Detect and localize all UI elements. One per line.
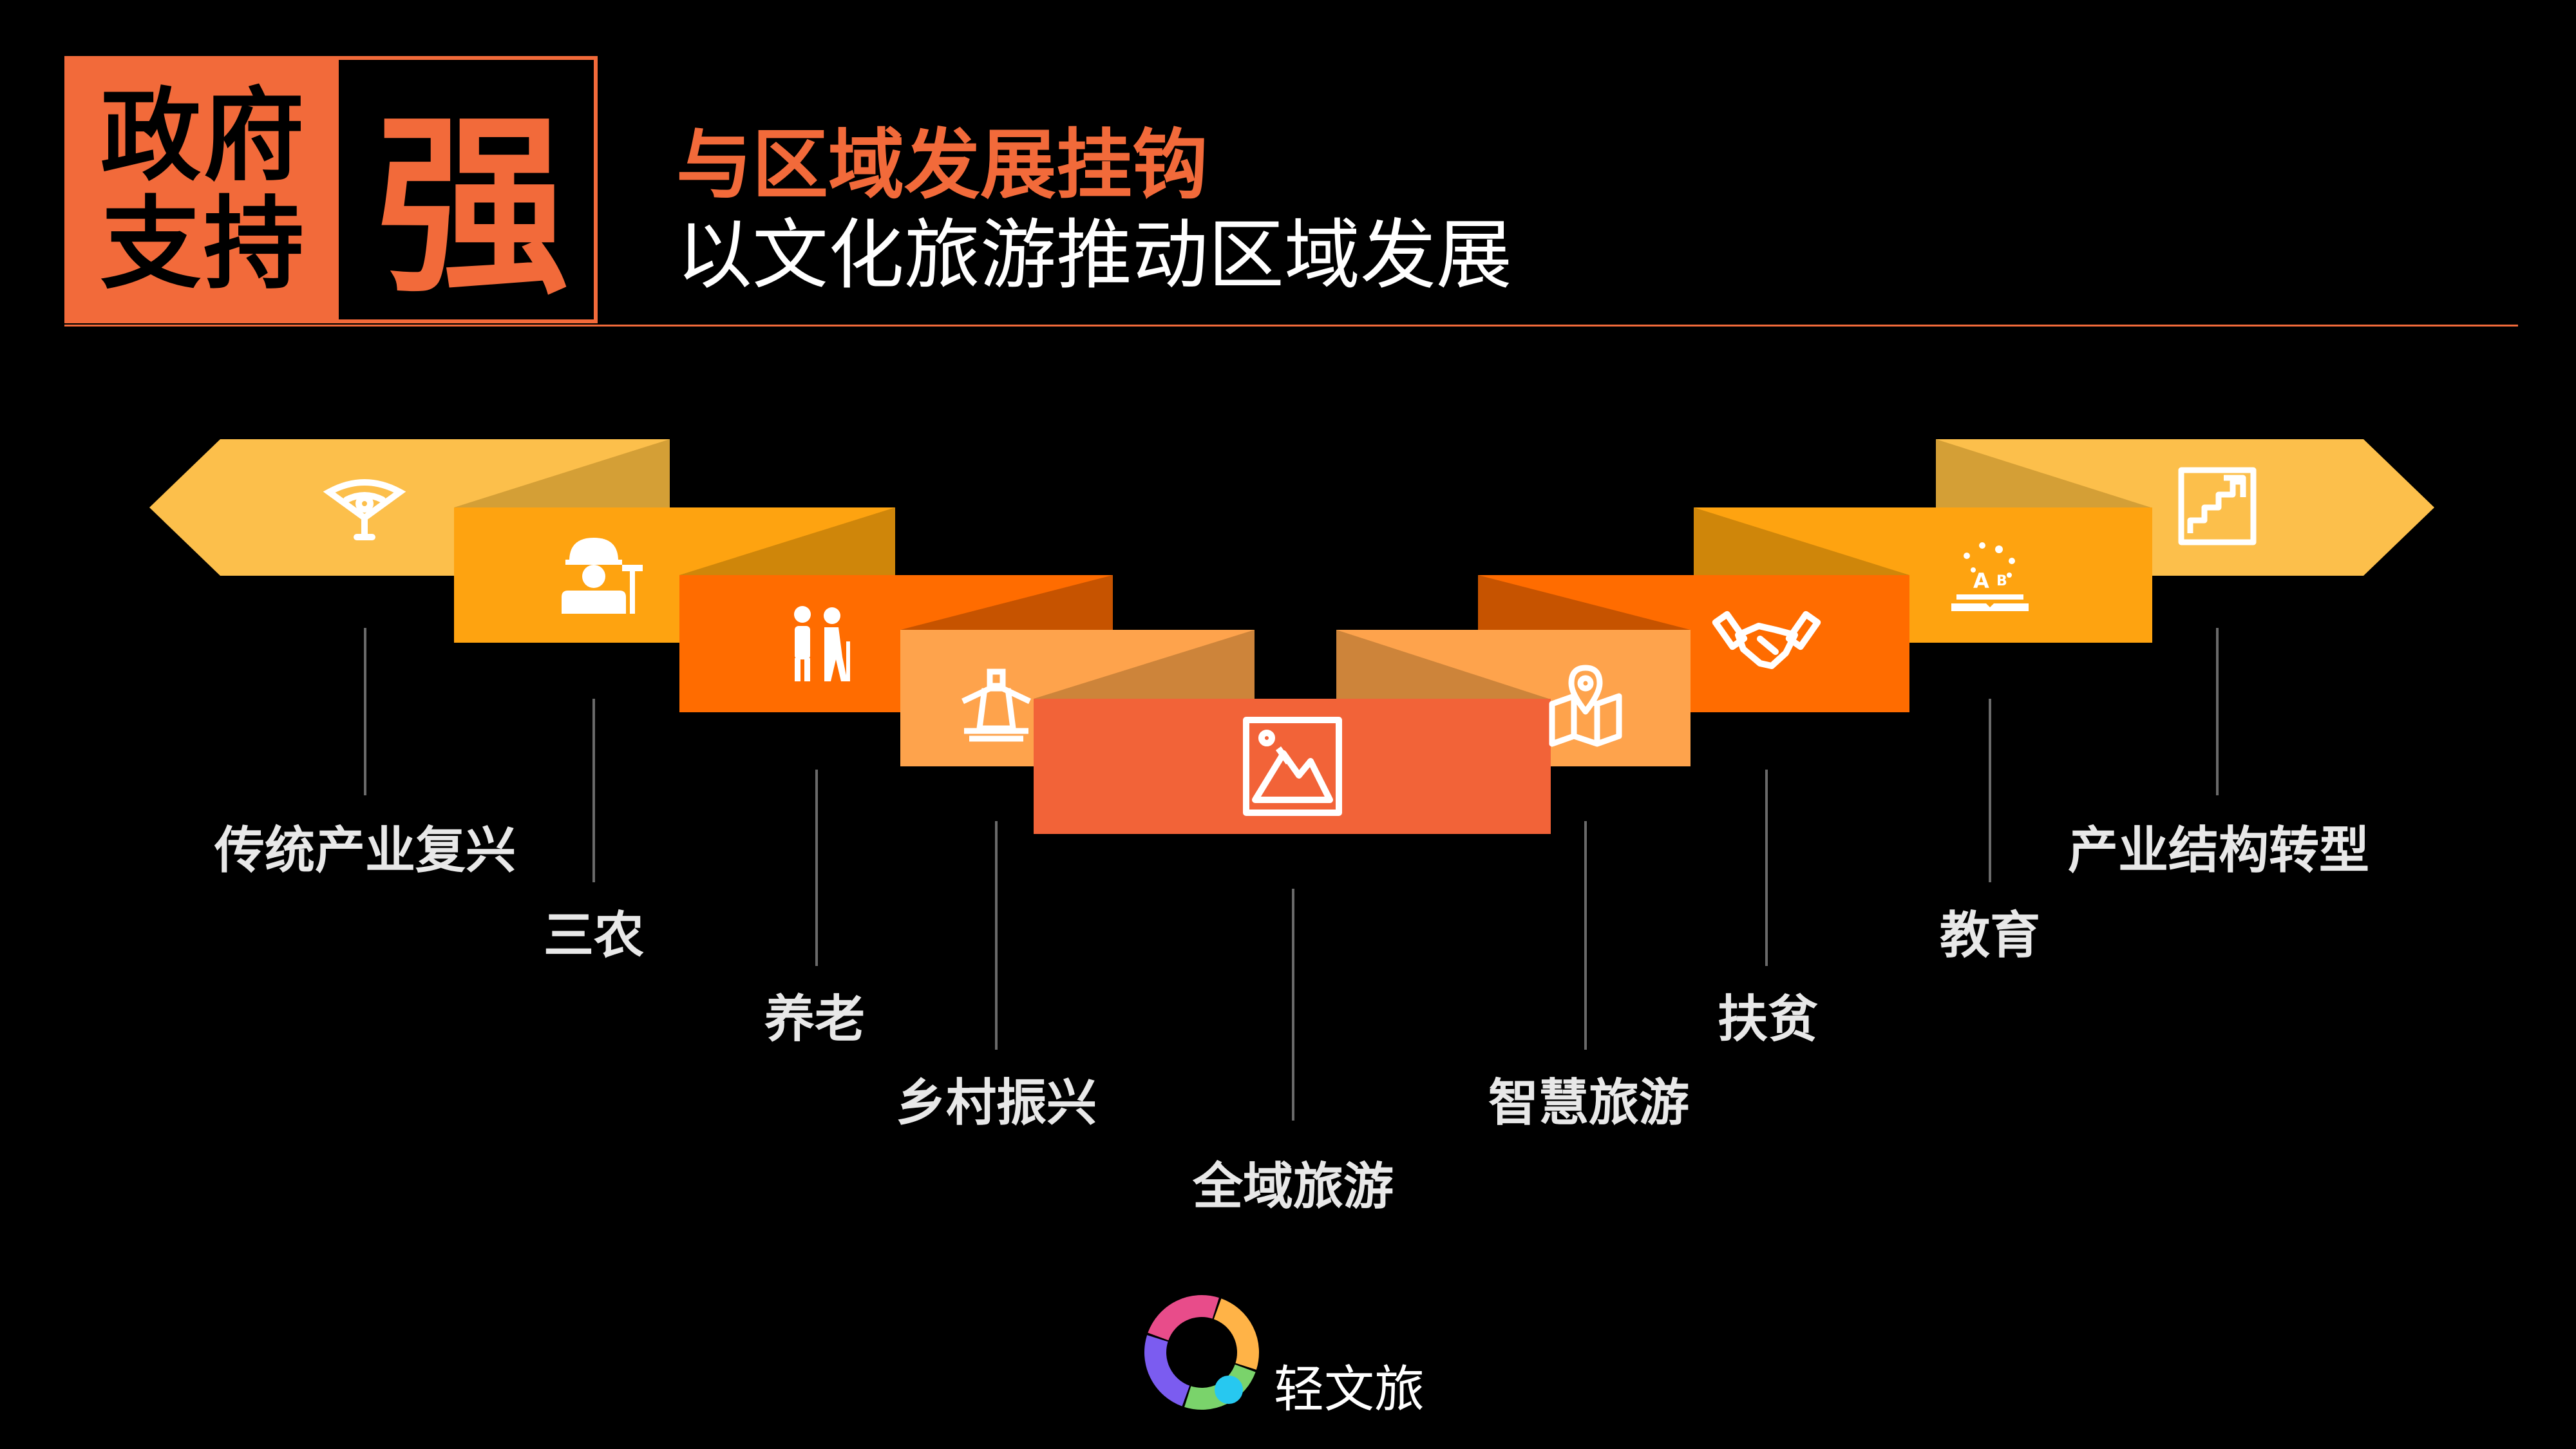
label-poverty-alleviation: 扶贫 [1717, 990, 1819, 1048]
label-agriculture: 三农 [543, 907, 645, 965]
svg-text:A: A [1973, 569, 1989, 593]
badge-left-block: 政府 支持 [68, 60, 339, 319]
stairs-icon [2178, 467, 2257, 545]
handshake-icon [1712, 611, 1821, 669]
label-all-region-tourism: 全域旅游 [1192, 1158, 1394, 1216]
badge-big-char: 强 [376, 94, 569, 319]
logo-mark [1144, 1295, 1259, 1410]
header-badge: 政府 支持 强 [64, 56, 598, 323]
map-pin-icon [1549, 665, 1622, 747]
label-elderly-care: 养老 [764, 990, 866, 1048]
label-smart-tourism: 智慧旅游 [1488, 1074, 1690, 1132]
connector-lines [364, 628, 2219, 1121]
mountain-map-icon [1243, 717, 1342, 816]
badge-line1: 政府 [100, 77, 307, 194]
page-title: 以文化旅游推动区域发展 [676, 211, 1513, 299]
book-icon: A B [1951, 542, 2029, 611]
label-rural-revitalization: 乡村振兴 [895, 1074, 1097, 1132]
label-industrial-restructuring: 产业结构转型 [2067, 822, 2370, 880]
windmill-icon [961, 668, 1031, 742]
svg-text:B: B [1996, 573, 2007, 589]
label-traditional-industry: 传统产业复兴 [214, 822, 516, 880]
elderly-couple-icon [794, 606, 850, 681]
fan-icon [323, 479, 406, 540]
farmer-icon [562, 538, 643, 614]
header-divider [64, 325, 2518, 327]
label-education: 教育 [1939, 907, 2041, 965]
logo-text: 轻文旅 [1274, 1361, 1425, 1419]
page-subtitle: 与区域发展挂钩 [676, 120, 1209, 209]
badge-line2: 支持 [100, 185, 307, 303]
